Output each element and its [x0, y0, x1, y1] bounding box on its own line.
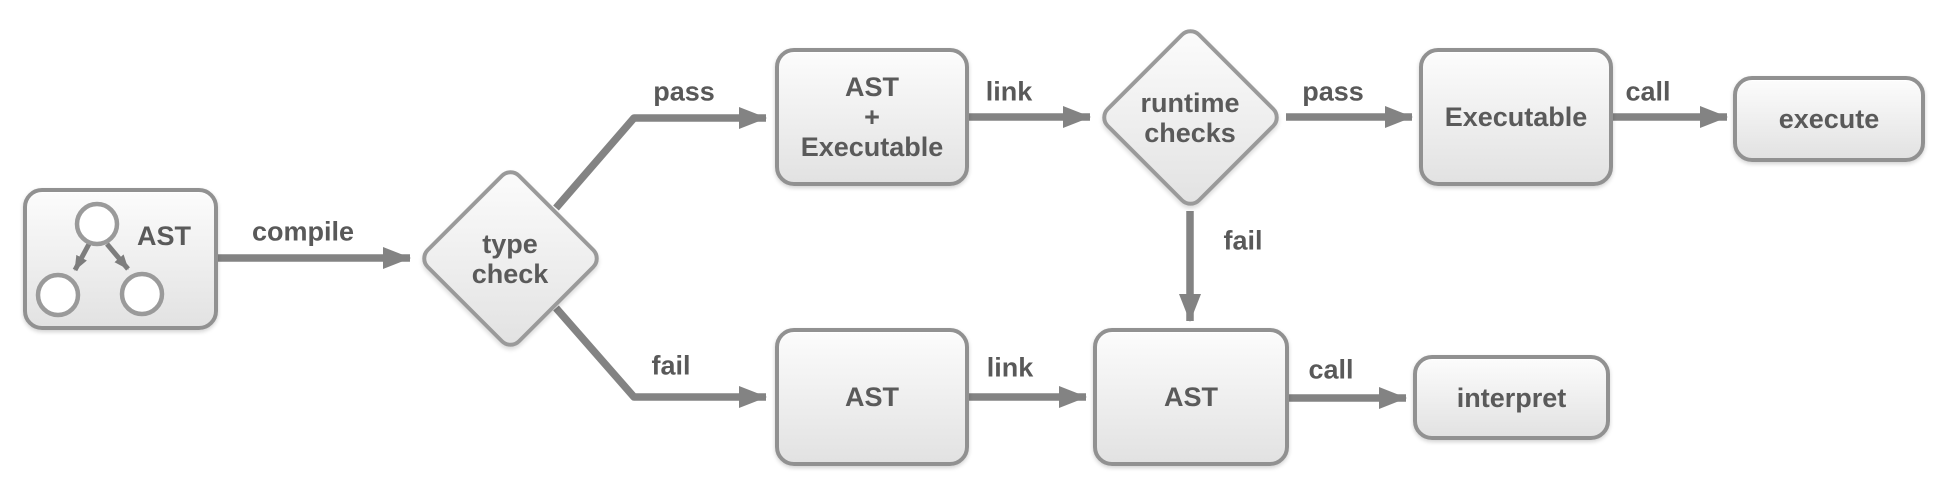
- edge-label-compile: compile: [251, 216, 355, 247]
- node-runtime-checks-label: runtime checks: [1140, 87, 1240, 148]
- node-execute: execute: [1733, 76, 1925, 162]
- node-executable-label: Executable: [1444, 102, 1588, 132]
- edge-label-call-bottom: call: [1308, 354, 1354, 385]
- edge-fail-bottom-arrow: [553, 305, 767, 408]
- edge-label-link-bottom: link: [986, 352, 1034, 383]
- edge-label-fail-bottom: fail: [651, 350, 691, 381]
- edge-label-pass-right: pass: [1302, 76, 1364, 107]
- node-ast-source-label: AST: [137, 221, 191, 251]
- node-type-check-label: type check: [471, 228, 549, 289]
- edge-label-link-top: link: [985, 76, 1033, 107]
- edge-label-call-top: call: [1625, 76, 1671, 107]
- node-interpret-label: interpret: [1456, 382, 1567, 413]
- node-ast-fail: AST: [775, 328, 969, 466]
- node-ast-linked: AST: [1093, 328, 1289, 466]
- edge-pass-top-arrow: [553, 107, 767, 211]
- edge-label-pass-top: pass: [653, 76, 715, 107]
- node-ast-executable: AST + Executable: [775, 48, 969, 186]
- node-ast-fail-label: AST: [845, 382, 899, 412]
- node-ast-linked-label: AST: [1164, 382, 1218, 412]
- node-executable: Executable: [1419, 48, 1613, 186]
- edge-label-fail-vert: fail: [1223, 225, 1263, 256]
- node-interpret: interpret: [1413, 355, 1610, 440]
- node-ast-source: AST: [23, 188, 218, 330]
- ast-tree-icon: [35, 201, 165, 318]
- node-execute-label: execute: [1778, 104, 1880, 134]
